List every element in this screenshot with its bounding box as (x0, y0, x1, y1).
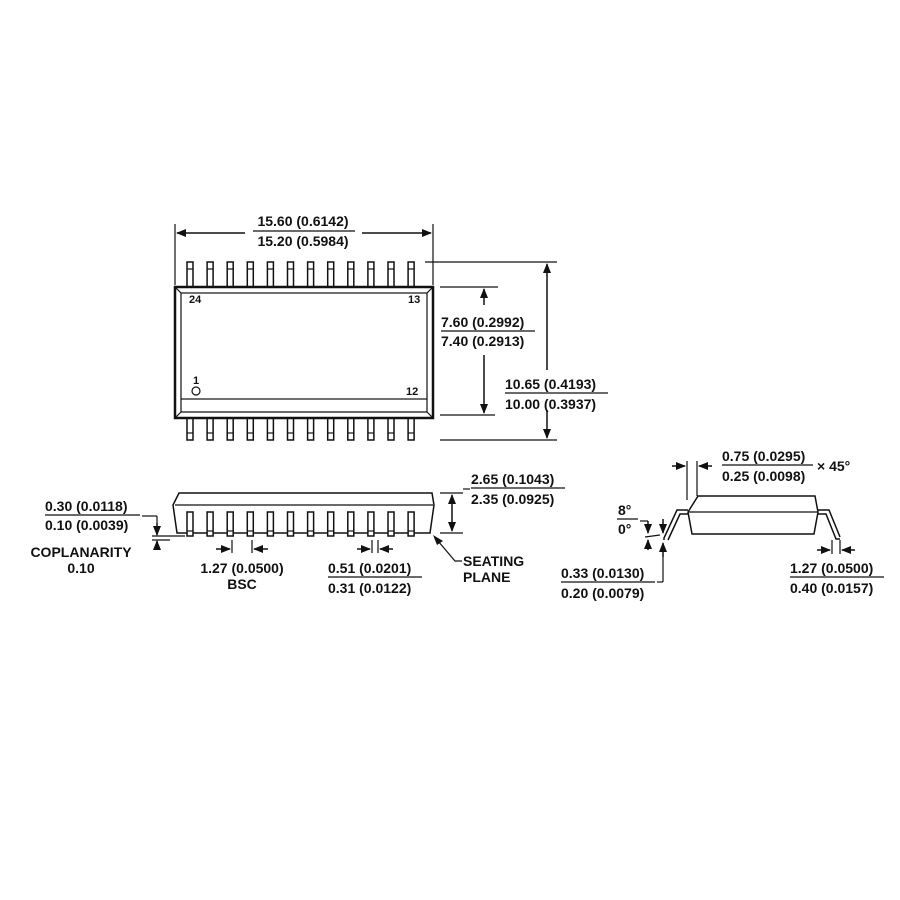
lead (206, 261, 214, 288)
lead (306, 261, 315, 288)
lead-thickness-min: 0.20 (0.0079) (561, 585, 644, 601)
lead (286, 261, 295, 288)
lead (347, 261, 355, 288)
lead (286, 417, 295, 441)
height-max: 2.65 (0.1043) (471, 471, 554, 487)
pin-label-1: 1 (193, 375, 199, 387)
pin-label-12: 12 (406, 386, 418, 398)
overall-width-max: 10.65 (0.4193) (505, 376, 596, 392)
lead (367, 417, 375, 441)
lead (407, 511, 415, 537)
lead (186, 417, 194, 441)
lead (226, 511, 234, 537)
foot-length-max: 1.27 (0.0500) (790, 560, 873, 576)
foot-length-min: 0.40 (0.0157) (790, 580, 873, 596)
top-view: 15.60 (0.6142) 15.20 (0.5984) 24 13 1 12… (173, 213, 608, 441)
lead (246, 261, 255, 288)
package-body-outline (173, 285, 435, 420)
pitch-value: 1.27 (0.0500) (200, 560, 283, 576)
lead (206, 417, 214, 441)
side-pins (186, 511, 415, 537)
lead (367, 511, 375, 537)
standoff-min: 0.10 (0.0039) (45, 517, 128, 533)
overall-width-min: 10.00 (0.3937) (505, 396, 596, 412)
side-body-outline (172, 492, 435, 534)
lead (347, 511, 355, 537)
lead (407, 261, 415, 288)
lead (367, 261, 375, 288)
side-view: 0.30 (0.0118) 0.10 (0.0039) COPLANARITY … (30, 471, 565, 596)
body-width-max: 7.60 (0.2992) (441, 314, 524, 330)
lead (226, 261, 234, 288)
lead (186, 511, 194, 537)
lead (387, 261, 395, 288)
lead (266, 261, 275, 288)
angle-max: 8° (618, 502, 631, 518)
length-max: 15.60 (0.6142) (257, 213, 348, 229)
lead-width-min: 0.31 (0.0122) (328, 580, 411, 596)
seating-plane-arrow-icon (433, 535, 443, 545)
lead-thickness-max: 0.33 (0.0130) (561, 565, 644, 581)
lead (266, 417, 275, 441)
lead (306, 417, 315, 441)
lead (387, 511, 395, 537)
lead (206, 511, 214, 537)
seating-plane-line1: SEATING (463, 553, 524, 569)
end-view: 0.75 (0.0295) 0.25 (0.0098) × 45° 8° 0° … (561, 448, 884, 601)
body-width-min: 7.40 (0.2913) (441, 333, 524, 349)
top-pins (186, 261, 415, 288)
standoff-max: 0.30 (0.0118) (45, 498, 128, 514)
lead (266, 511, 275, 537)
lead (347, 417, 355, 441)
pitch-note: BSC (227, 576, 257, 592)
lead (306, 511, 315, 537)
lead (326, 261, 335, 288)
coplanarity-label: COPLANARITY (30, 544, 132, 560)
lead (326, 511, 335, 537)
length-min: 15.20 (0.5984) (257, 233, 348, 249)
seating-plane-line2: PLANE (463, 569, 510, 585)
lead (186, 261, 194, 288)
chamfer-max: 0.75 (0.0295) (722, 448, 805, 464)
package-body-inner (180, 292, 428, 400)
height-min: 2.35 (0.0925) (471, 491, 554, 507)
end-body-outline (687, 495, 819, 535)
lead (226, 417, 234, 441)
lead (387, 417, 395, 441)
pin-label-24: 24 (189, 294, 202, 306)
lead (326, 417, 335, 441)
pin-label-13: 13 (408, 294, 420, 306)
lead (286, 511, 295, 537)
lead (246, 417, 255, 441)
pin1-marker-icon (191, 386, 201, 396)
coplanarity-value: 0.10 (67, 560, 94, 576)
chamfer-min: 0.25 (0.0098) (722, 468, 805, 484)
bottom-pins (186, 417, 415, 441)
angle-min: 0° (618, 521, 631, 537)
lead (246, 511, 255, 537)
lead-width-max: 0.51 (0.0201) (328, 560, 411, 576)
chamfer-suffix: × 45° (817, 458, 850, 474)
lead (407, 417, 415, 441)
